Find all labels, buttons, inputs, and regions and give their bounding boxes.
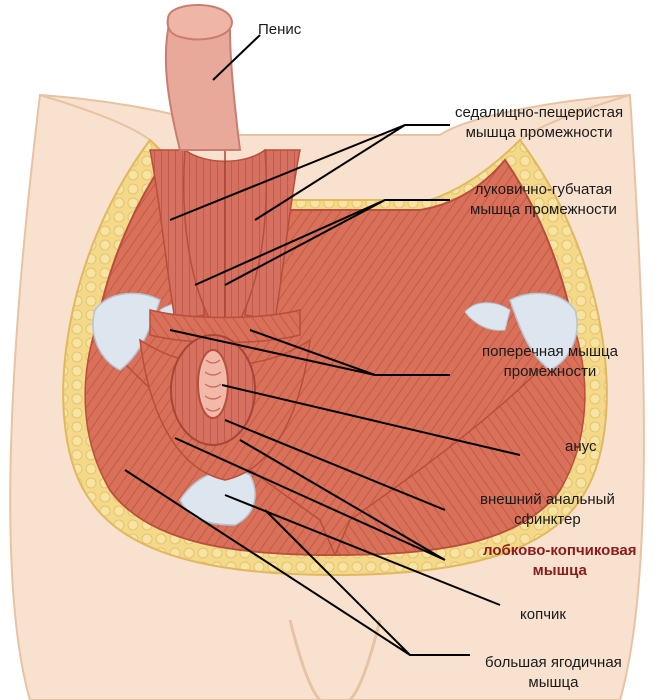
label-pubococcygeus: лобково-копчиковая мышца bbox=[483, 541, 636, 581]
label-bulbospongiosus: луковично-губчатая мышца промежности bbox=[470, 180, 617, 220]
label-bulbospongiosus-line1: луковично-губчатая bbox=[474, 181, 613, 198]
leader-bulbospongiosus bbox=[194, 199, 450, 286]
leader-pubococcygeus bbox=[174, 437, 446, 561]
leader-penis bbox=[212, 34, 261, 81]
membrane-right bbox=[509, 292, 578, 371]
label-ischiocavernosus: седалищно-пещеристая мышца промежности bbox=[455, 103, 623, 143]
label-anus-line1: анус bbox=[565, 438, 597, 455]
leader-ischiocavernosus bbox=[169, 124, 450, 221]
label-bulbospongiosus-line2: мышца промежности bbox=[470, 201, 617, 218]
leader-coccyx bbox=[224, 494, 501, 606]
label-penis: Пенис bbox=[258, 20, 301, 40]
penis-glans bbox=[166, 3, 234, 41]
label-gluteus-maximus: большая ягодичная мышца bbox=[485, 653, 622, 693]
label-transverse-line1: поперечная мышца bbox=[482, 343, 618, 360]
label-coccyx: копчик bbox=[520, 605, 566, 625]
penis-shaft bbox=[164, 18, 242, 151]
right-thigh-fold bbox=[519, 94, 631, 141]
label-transverse-perineal: поперечная мышца промежности bbox=[482, 342, 618, 382]
label-ischiocavernosus-line1: седалищно-пещеристая bbox=[455, 104, 624, 121]
leader-transverse bbox=[169, 329, 450, 376]
leader-lines bbox=[124, 34, 521, 656]
membrane-center-right bbox=[464, 302, 511, 331]
label-anus: анус bbox=[565, 437, 596, 457]
left-thigh-fold bbox=[39, 94, 151, 141]
label-pubococcygeus-line1: лобково-копчиковая bbox=[483, 542, 637, 559]
label-transverse-line2: промежности bbox=[503, 363, 597, 380]
label-sphincter-line1: внешний анальный bbox=[480, 491, 615, 508]
leader-anus bbox=[221, 384, 521, 456]
label-external-anal-sphincter: внешний анальный сфинктер bbox=[480, 490, 615, 530]
leader-sphincter bbox=[224, 419, 446, 511]
label-pubococcygeus-line2: мышца bbox=[532, 562, 587, 579]
leader-gluteus bbox=[124, 469, 470, 656]
gluteus-right bbox=[333, 328, 586, 556]
anus-opening bbox=[197, 349, 229, 419]
label-sphincter-line2: сфинктер bbox=[514, 511, 581, 528]
label-gluteus-line2: мышца bbox=[528, 674, 579, 691]
anus-folds bbox=[204, 359, 222, 412]
label-ischiocavernosus-line2: мышца промежности bbox=[465, 124, 613, 141]
label-coccyx-line1: копчик bbox=[520, 606, 566, 623]
gluteal-cleft bbox=[288, 619, 382, 700]
label-penis-line1: Пенис bbox=[258, 21, 302, 38]
label-gluteus-line1: большая ягодичная bbox=[485, 654, 622, 671]
membrane-left bbox=[92, 292, 161, 371]
